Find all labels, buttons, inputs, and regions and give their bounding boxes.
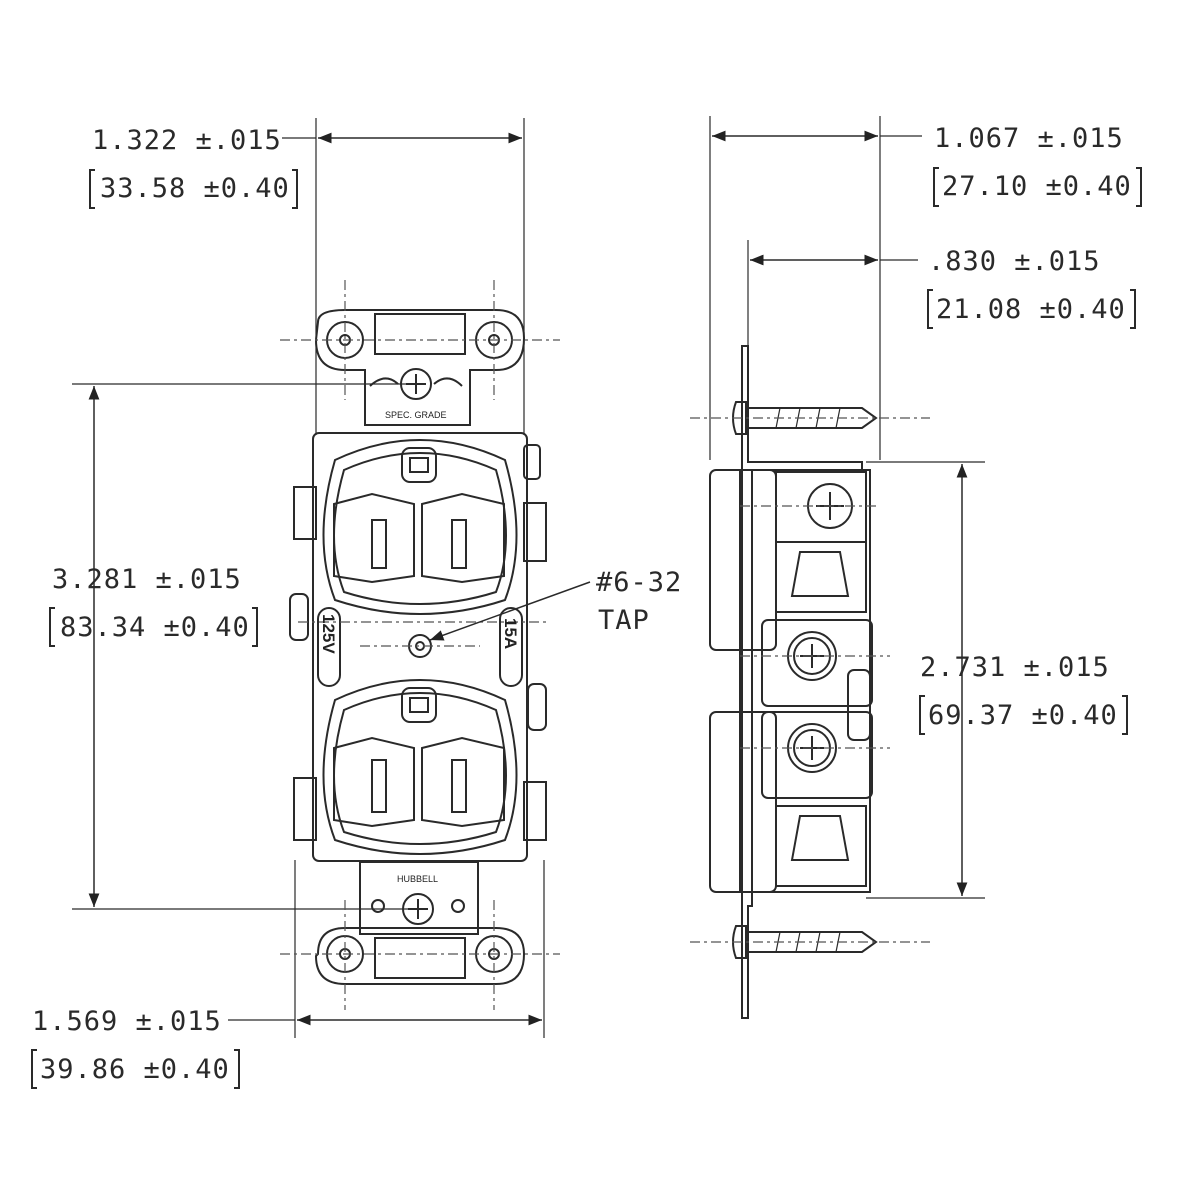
front-plate-width-bracket: [31, 1049, 240, 1089]
top-strap-marking: SPEC. GRADE: [385, 410, 447, 420]
side-height-imperial: 2.731 ±.015: [920, 652, 1110, 683]
amperage-pill: [499, 607, 523, 687]
side-mounting-strap: [741, 345, 863, 1019]
tap-callout-label: TAP: [598, 605, 650, 636]
front-width-metric: 33.58 ±0.40: [100, 173, 290, 204]
side-depth-metric: 27.10 ±0.40: [942, 171, 1132, 202]
amperage-marking: 15A: [501, 618, 520, 649]
front-height-metric: 83.34 ±0.40: [60, 612, 250, 643]
side-height-metric: 69.37 ±0.40: [928, 700, 1118, 731]
top-ground-screw: [400, 368, 432, 400]
tap-callout-size: #6-32: [596, 567, 682, 598]
upper-neutral-slot: [333, 492, 415, 584]
tap-leader: [429, 581, 591, 641]
upper-outlet-face: [322, 439, 518, 615]
front-height-bracket: [49, 607, 258, 647]
front-width-bracket: [89, 169, 298, 209]
side-view: [690, 116, 985, 1019]
side-body-depth-bracket: [927, 289, 1136, 329]
front-view: [72, 118, 591, 1038]
side-height-bracket: [919, 695, 1128, 735]
front-width-imperial: 1.322 ±.015: [92, 125, 282, 156]
front-plate-width-metric: 39.86 ±0.40: [40, 1054, 230, 1085]
side-body-depth-metric: 21.08 ±0.40: [936, 294, 1126, 325]
bottom-ground-screw: [402, 893, 434, 925]
side-depth-bracket: [933, 167, 1142, 207]
top-mounting-strap: [314, 309, 526, 426]
side-body: [709, 469, 873, 893]
upper-hot-slot: [421, 492, 505, 584]
upper-ground-slot: [401, 447, 437, 483]
side-depth-imperial: 1.067 ±.015: [934, 123, 1124, 154]
side-body-depth-imperial: .830 ±.015: [928, 246, 1101, 277]
voltage-marking: 125V: [319, 614, 338, 654]
receptacle-body: [289, 432, 547, 862]
voltage-pill: [317, 607, 341, 687]
lower-neutral-slot: [333, 736, 415, 828]
lower-outlet-face: [322, 679, 518, 855]
lower-hot-slot: [421, 736, 505, 828]
lower-ground-slot: [401, 687, 437, 723]
front-plate-width-imperial: 1.569 ±.015: [32, 1006, 222, 1037]
front-height-imperial: 3.281 ±.015: [52, 564, 242, 595]
bottom-strap-marking: HUBBELL: [397, 874, 438, 884]
